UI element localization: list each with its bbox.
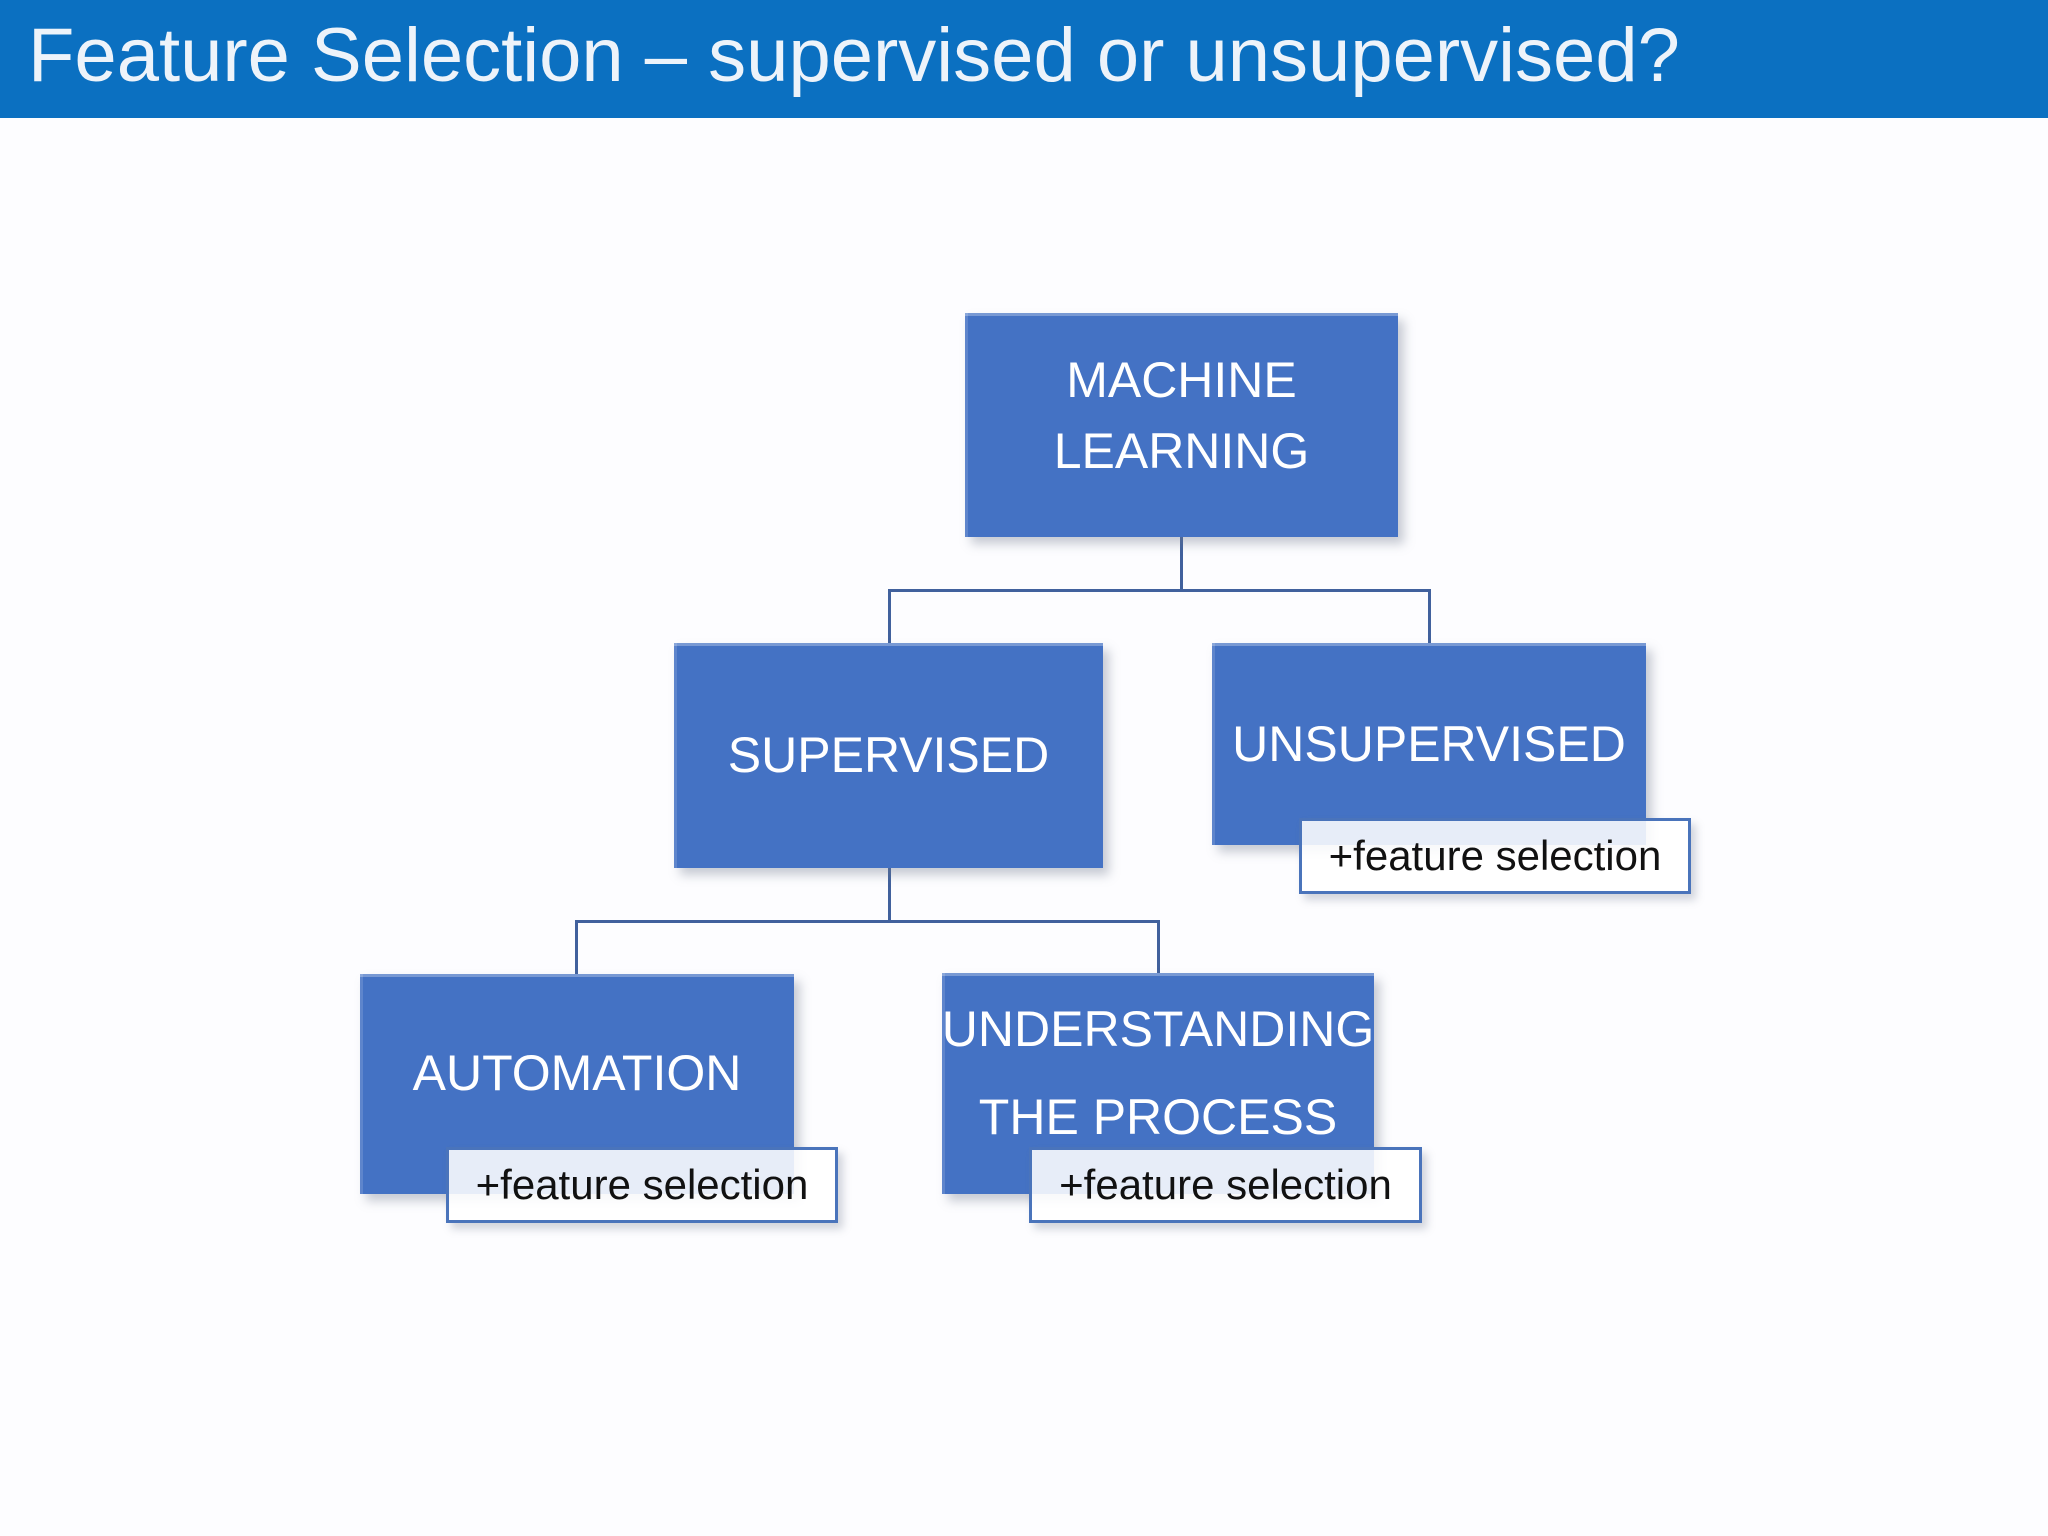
page-title: Feature Selection – supervised or unsupe… (28, 13, 1680, 98)
connector-supervised-drop (888, 589, 891, 643)
node-label: UNSUPERVISED (1232, 715, 1626, 772)
diagram-canvas: MACHINE LEARNING SUPERVISED UNSUPERVISED… (0, 118, 2048, 1536)
annotation-understanding-feature-selection: +feature selection (1029, 1147, 1422, 1223)
node-label: AUTOMATION (412, 1044, 742, 1101)
connector-ml-horizontal (888, 589, 1431, 592)
annotation-automation-feature-selection: +feature selection (446, 1147, 838, 1223)
node-label: MACHINE LEARNING (1053, 352, 1310, 479)
connector-unsupervised-drop (1428, 589, 1431, 643)
node-label: UNDERSTANDING THE PROCESS (941, 1001, 1375, 1145)
connector-supervised-stub (888, 868, 891, 922)
connector-supervised-horizontal (575, 920, 1160, 923)
annotation-text: +feature selection (1059, 1161, 1392, 1208)
connector-automation-drop (575, 920, 578, 974)
title-bar: Feature Selection – supervised or unsupe… (0, 0, 2048, 118)
annotation-unsupervised-feature-selection: +feature selection (1299, 818, 1691, 894)
node-label: SUPERVISED (727, 727, 1050, 783)
node-supervised: SUPERVISED (674, 643, 1103, 868)
node-machine-learning: MACHINE LEARNING (965, 313, 1398, 537)
annotation-text: +feature selection (1328, 832, 1662, 879)
annotation-text: +feature selection (475, 1161, 809, 1208)
node-unsupervised: UNSUPERVISED (1212, 643, 1646, 845)
connector-understanding-drop (1157, 920, 1160, 973)
connector-ml-stub (1180, 537, 1183, 590)
